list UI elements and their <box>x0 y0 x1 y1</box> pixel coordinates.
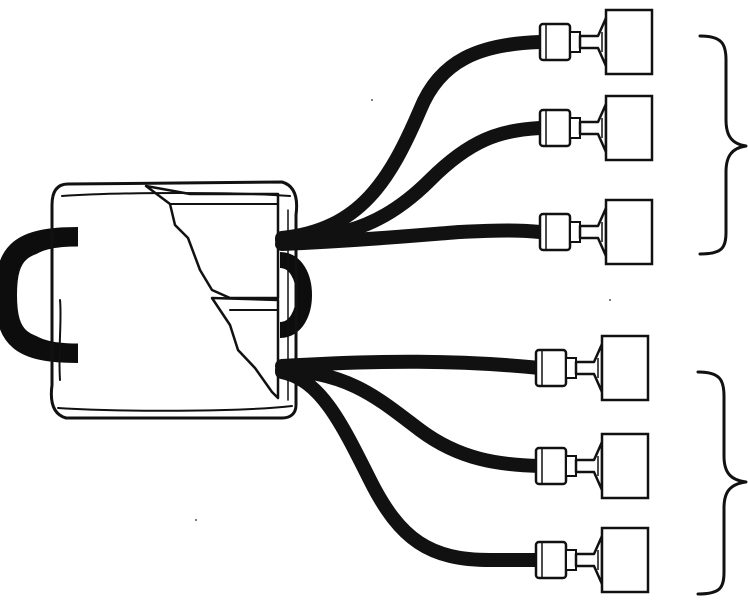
wire-upper-3 <box>275 223 547 251</box>
lower-wire-bundle <box>275 354 547 567</box>
wire-upper-2 <box>275 121 547 247</box>
core-loop-left <box>0 227 79 363</box>
terminal-upper-3 <box>538 198 654 266</box>
brace-upper <box>698 34 748 256</box>
transformer-body <box>49 180 299 420</box>
terminal-upper-1 <box>538 8 654 76</box>
terminal-upper-2 <box>538 94 654 162</box>
scan-speck <box>609 299 611 301</box>
terminal-lower-2 <box>534 432 650 500</box>
cutaway-lower <box>210 296 280 400</box>
wire-lower-2 <box>275 363 547 473</box>
terminal-lower-3 <box>534 526 650 594</box>
wire-lower-1 <box>275 354 547 375</box>
wire-upper-1 <box>275 35 547 245</box>
core-loop-right <box>278 252 312 338</box>
upper-wire-bundle <box>275 35 547 251</box>
scan-speck <box>371 99 373 101</box>
terminal-lower-1 <box>534 334 650 402</box>
cutaway-upper <box>144 184 280 300</box>
brace-lower <box>696 370 748 596</box>
scan-speck <box>195 519 197 521</box>
wire-lower-3 <box>275 365 547 567</box>
